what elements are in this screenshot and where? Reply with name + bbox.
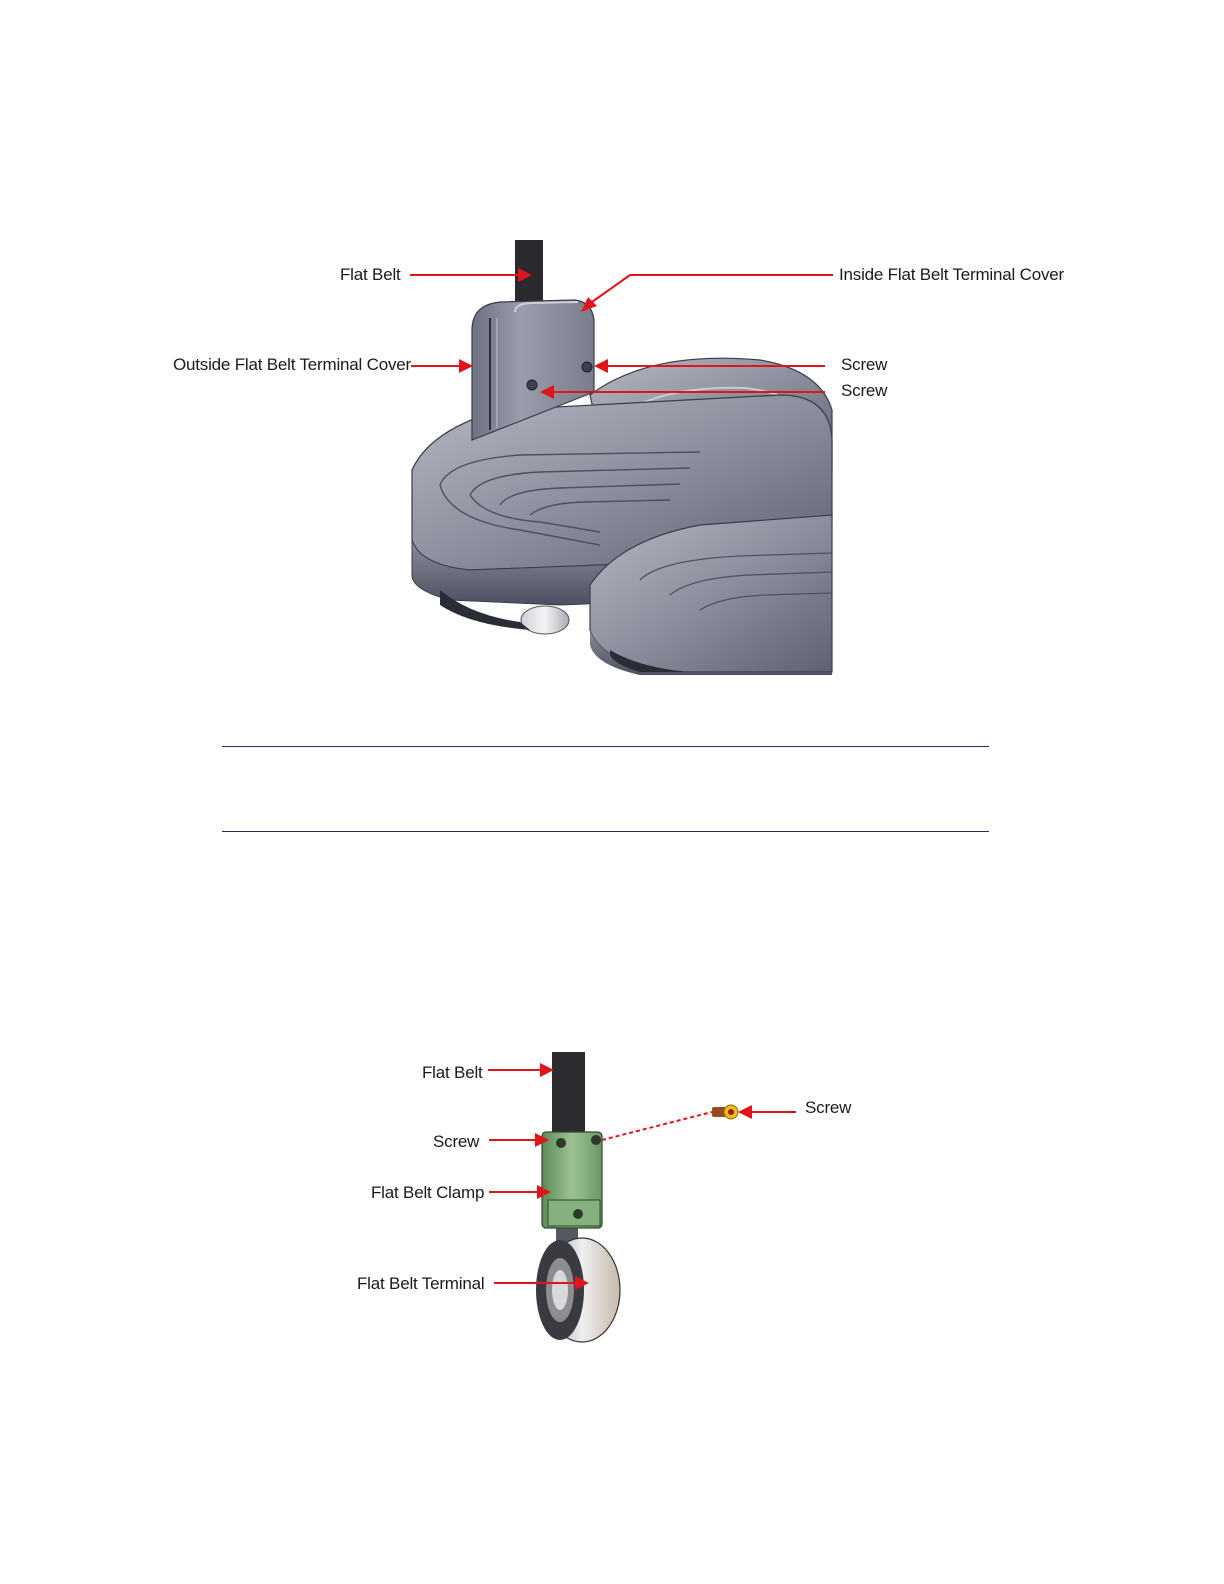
divider-bottom (222, 831, 989, 832)
label-flat-belt-clamp: Flat Belt Clamp (371, 1183, 484, 1203)
label-screw-bottom-left: Screw (433, 1132, 479, 1152)
label-inside-cover: Inside Flat Belt Terminal Cover (839, 265, 1064, 285)
bottom-callout-arrows (488, 1063, 796, 1290)
label-outside-cover: Outside Flat Belt Terminal Cover (173, 355, 411, 375)
label-flat-belt-bottom: Flat Belt (422, 1063, 483, 1083)
label-screw-top-2: Screw (841, 381, 887, 401)
divider-top (222, 746, 989, 747)
flat-belt-terminal-assembly (536, 1052, 738, 1342)
label-flat-belt-terminal: Flat Belt Terminal (357, 1274, 484, 1294)
label-screw-top-1: Screw (841, 355, 887, 375)
label-flat-belt-top: Flat Belt (340, 265, 401, 285)
label-screw-bottom-right: Screw (805, 1098, 851, 1118)
